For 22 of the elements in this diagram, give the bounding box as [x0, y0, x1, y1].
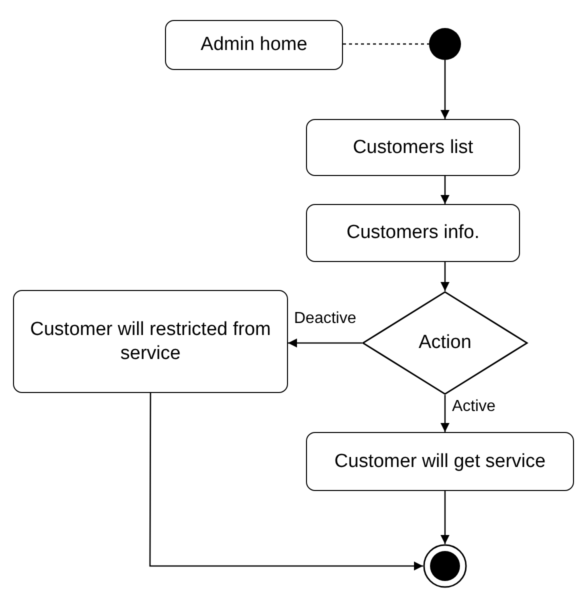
arrow	[440, 262, 450, 291]
arrow	[440, 176, 450, 204]
node-label: Customer will restricted from service	[29, 318, 272, 366]
node-label: Admin home	[200, 33, 308, 57]
decision-diamond	[362, 291, 528, 395]
start-node	[429, 28, 461, 60]
node-label: Action	[418, 331, 472, 355]
arrow	[149, 393, 423, 570]
arrow	[440, 395, 450, 432]
activity-box	[306, 432, 574, 491]
end-node	[423, 544, 467, 588]
arrow	[440, 491, 450, 544]
activity-box	[306, 119, 520, 176]
activity-box	[165, 20, 343, 70]
activity-box	[306, 204, 520, 262]
activity-box	[13, 290, 288, 393]
dashed-connector	[343, 43, 429, 45]
node-label: Customers info.	[346, 221, 480, 245]
arrow	[440, 60, 450, 119]
node-label: Customers list	[352, 136, 474, 160]
node-label: Customer will get service	[334, 450, 546, 474]
arrow	[288, 338, 362, 348]
